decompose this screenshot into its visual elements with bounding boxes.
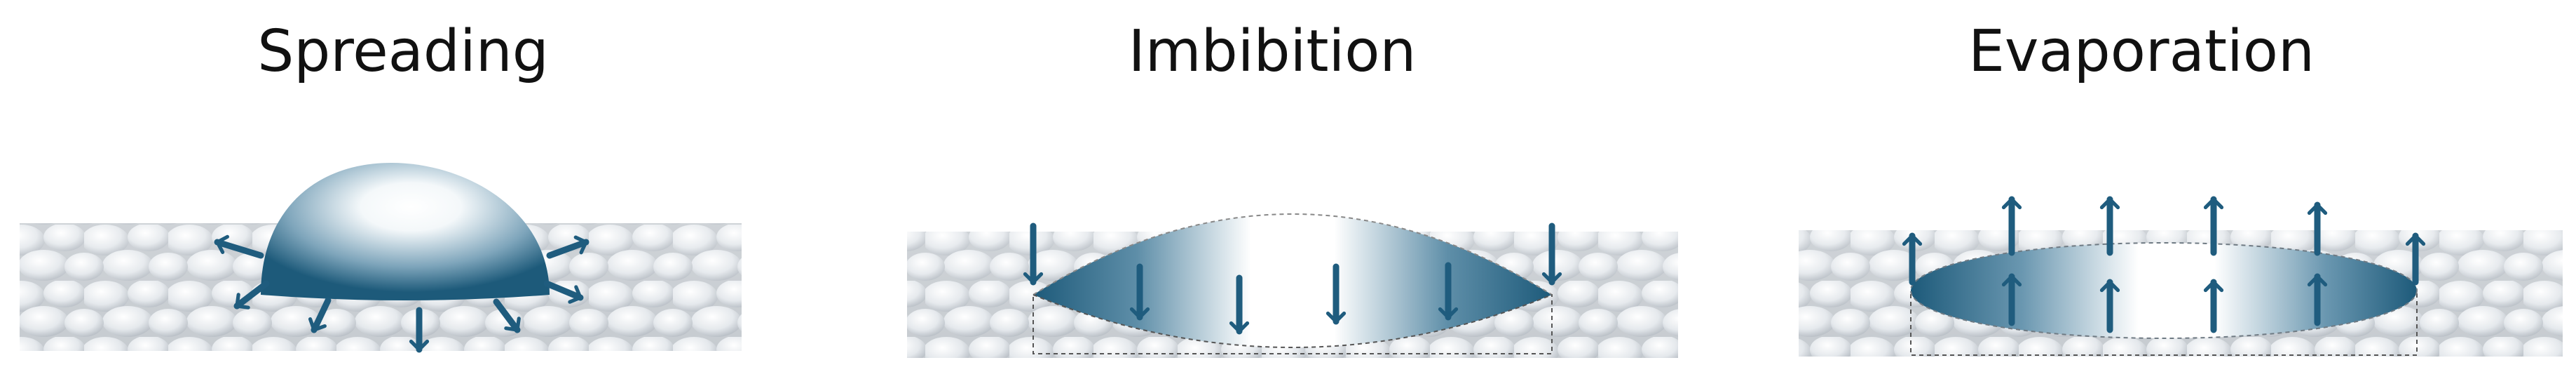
evaporation-panel — [1799, 196, 2563, 357]
imbibition-arrows — [1023, 222, 1562, 335]
arrow-icon — [308, 297, 332, 333]
arrow-icon — [233, 280, 270, 310]
evaporation-title: Evaporation — [1968, 18, 2315, 85]
imbibition-pore-region — [1033, 294, 1553, 354]
imbibition-droplet — [1033, 214, 1552, 347]
spreading-droplet — [261, 163, 550, 300]
arrow-icon — [493, 298, 521, 333]
evaporation-arrows — [1902, 196, 2426, 333]
imbibition-panel — [907, 213, 1678, 358]
spreading-arrows — [214, 234, 590, 353]
arrow-icon — [214, 234, 264, 259]
spreading-panel — [20, 163, 742, 353]
imbibition-title: Imbibition — [1128, 18, 1417, 85]
evaporation-droplet — [1911, 243, 2417, 338]
arrow-icon — [546, 235, 590, 259]
arrow-icon — [543, 280, 584, 304]
spreading-title: Spreading — [257, 18, 549, 85]
